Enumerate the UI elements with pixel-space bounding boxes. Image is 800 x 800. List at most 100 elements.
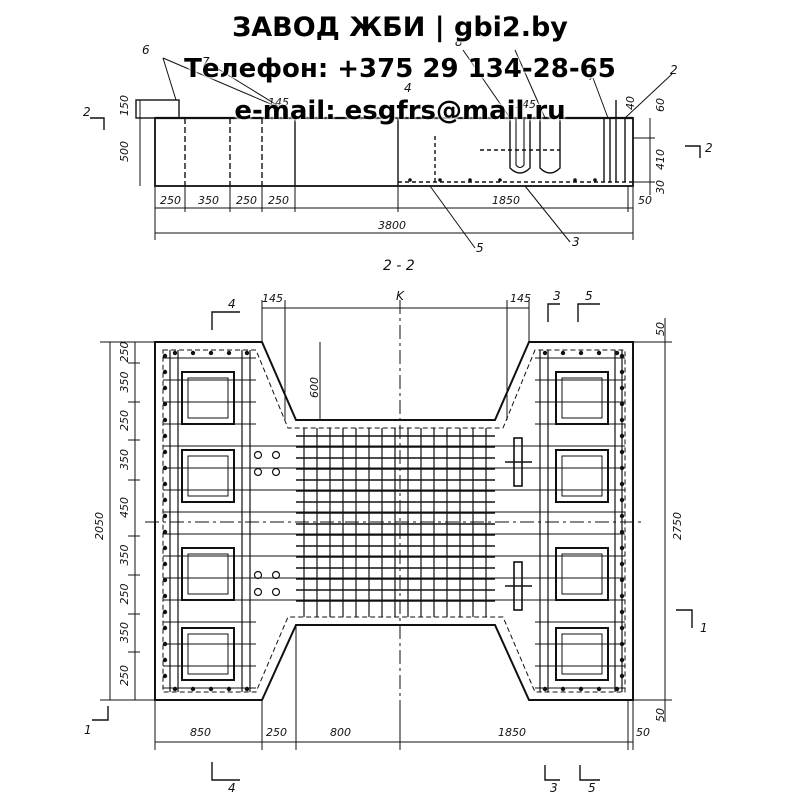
- svg-text:4: 4: [228, 781, 236, 795]
- rebar-dot: [162, 385, 168, 391]
- rebar-dot: [619, 593, 625, 599]
- rebar-dot: [162, 449, 168, 455]
- svg-text:1850: 1850: [498, 726, 526, 739]
- rebar-dot: [619, 449, 625, 455]
- rebar-dot: [226, 686, 232, 692]
- svg-text:350: 350: [198, 194, 219, 207]
- svg-text:250: 250: [160, 194, 181, 207]
- rebar-dot: [162, 577, 168, 583]
- top-elevation-view: [90, 49, 701, 249]
- rebar-dot: [162, 369, 168, 375]
- svg-text:1: 1: [700, 621, 708, 635]
- rebar-dot: [560, 686, 566, 692]
- reinforcement-mesh: [128, 350, 625, 701]
- svg-text:7: 7: [202, 55, 210, 69]
- rebar-dot: [619, 641, 625, 647]
- rebar-dot: [244, 350, 250, 356]
- svg-text:5: 5: [588, 781, 596, 795]
- svg-text:2: 2: [83, 105, 91, 119]
- plan-left-dim: 250: [118, 342, 131, 363]
- rebar-dot: [208, 686, 214, 692]
- svg-text:3: 3: [550, 781, 558, 795]
- plan-view: [92, 300, 693, 781]
- rebar-dot: [619, 657, 625, 663]
- top-view-labels: 6 7 8 4 5 3 7 2 2 2 250 350 250 250 1850…: [83, 35, 713, 255]
- plan-left-dim: 450: [118, 497, 131, 518]
- svg-text:150: 150: [118, 95, 131, 116]
- svg-text:K: K: [396, 289, 405, 303]
- svg-text:145: 145: [262, 292, 283, 305]
- svg-text:7: 7: [588, 69, 596, 83]
- rebar-dot: [162, 481, 168, 487]
- svg-text:250: 250: [266, 726, 287, 739]
- watermark-line-2: Телефон: +375 29 134-28-65: [184, 54, 616, 84]
- rebar-dot: [208, 350, 214, 356]
- rebar-dot: [578, 686, 584, 692]
- svg-text:5: 5: [476, 241, 484, 255]
- anchor-bolt: [253, 570, 263, 580]
- svg-text:500: 500: [118, 141, 131, 162]
- rebar-dot: [614, 350, 620, 356]
- plan-left-dim: 350: [118, 545, 131, 566]
- rebar-dot: [619, 433, 625, 439]
- plan-left-dim: 350: [118, 622, 131, 643]
- rebar-dot: [226, 350, 232, 356]
- anchor-bolt: [271, 570, 281, 580]
- svg-text:2: 2: [670, 63, 678, 77]
- rebar-dot: [614, 686, 620, 692]
- rebar-dot: [619, 673, 625, 679]
- rebar-dot: [619, 465, 625, 471]
- anchor-bolt: [271, 587, 281, 597]
- plan-left-dim: 250: [118, 410, 131, 431]
- rebar-dot: [619, 353, 625, 359]
- svg-text:145: 145: [515, 98, 536, 111]
- svg-text:3: 3: [553, 289, 561, 303]
- anchor-bolt: [253, 467, 263, 477]
- rebar-dot: [162, 545, 168, 551]
- rebar-dot: [542, 350, 548, 356]
- rebar-dot: [172, 350, 178, 356]
- svg-text:410: 410: [654, 149, 667, 170]
- watermark-line-1: ЗАВОД ЖБИ | gbi2.by: [232, 12, 568, 43]
- rebar-dot: [596, 350, 602, 356]
- svg-text:145: 145: [510, 292, 531, 305]
- anchor-bolt: [253, 450, 263, 460]
- svg-text:50: 50: [654, 322, 667, 336]
- svg-text:1: 1: [84, 723, 92, 737]
- anchor-bolt: [271, 467, 281, 477]
- rebar-dot: [560, 350, 566, 356]
- left-openings: [181, 371, 235, 681]
- plan-outline: [154, 341, 634, 701]
- rebar-dot: [162, 353, 168, 359]
- rebar-dot: [190, 350, 196, 356]
- svg-text:60: 60: [654, 98, 667, 112]
- plan-left-dim: 350: [118, 449, 131, 470]
- rebar-dot: [162, 593, 168, 599]
- rebar-dot: [619, 561, 625, 567]
- svg-text:250: 250: [268, 194, 289, 207]
- rebar-dot: [162, 657, 168, 663]
- rebar-dot: [244, 686, 250, 692]
- rebar-dot: [619, 513, 625, 519]
- rebar-dot: [162, 609, 168, 615]
- svg-text:50: 50: [638, 194, 652, 207]
- svg-text:5: 5: [585, 289, 593, 303]
- svg-text:250: 250: [236, 194, 257, 207]
- rebar-dot: [162, 673, 168, 679]
- svg-text:4: 4: [228, 297, 236, 311]
- svg-text:1850: 1850: [492, 194, 520, 207]
- rebar-dot: [619, 609, 625, 615]
- rebar-dot: [162, 465, 168, 471]
- top-view-body: [154, 117, 634, 187]
- rebar-dot: [619, 417, 625, 423]
- svg-text:2750: 2750: [671, 512, 684, 540]
- svg-text:30: 30: [654, 180, 667, 194]
- plan-labels: 145 K 145 4 3 5 1 1 4 3 5 600 2503502503…: [84, 289, 708, 795]
- rebar-dot: [162, 417, 168, 423]
- rebar-dot: [162, 641, 168, 647]
- rebar-dot: [162, 497, 168, 503]
- svg-text:50: 50: [636, 726, 650, 739]
- svg-text:3: 3: [572, 235, 580, 249]
- rebar-dot: [596, 686, 602, 692]
